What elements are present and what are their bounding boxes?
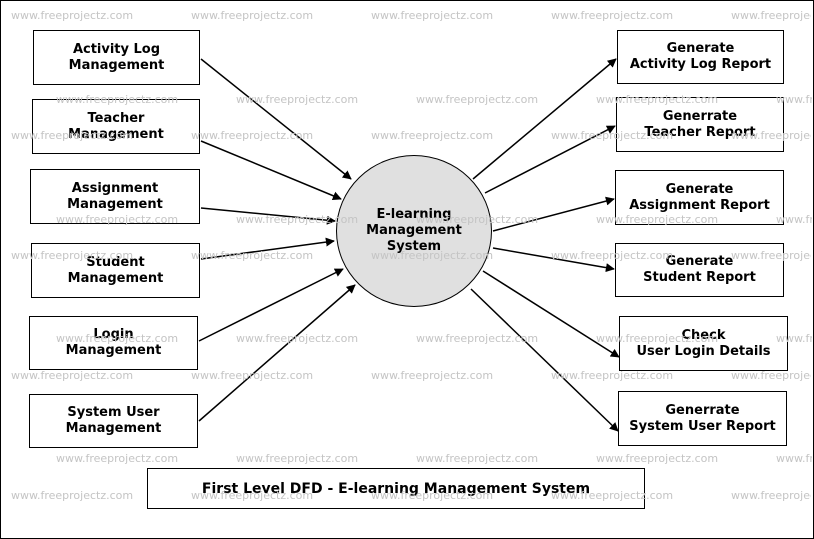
process-check-user-login-details: Check User Login Details <box>619 316 788 371</box>
arrow-teacher-to-system <box>200 140 342 201</box>
arrow-login-to-system <box>198 268 344 342</box>
process-generate-system-user-report: Generrate System User Report <box>618 391 787 446</box>
process-assignment-management: Assignment Management <box>30 169 200 224</box>
process-student-management: Student Management <box>31 243 200 298</box>
process-generate-assignment-report: Generate Assignment Report <box>615 170 784 225</box>
process-activity-log-management: Activity Log Management <box>33 30 200 85</box>
arrow-activity-log-to-system <box>200 58 352 180</box>
process-login-management: Login Management <box>29 316 198 370</box>
process-generate-student-report: Generate Student Report <box>615 243 784 297</box>
process-system-user-management: System User Management <box>29 394 198 448</box>
arrow-assignment-to-system <box>200 207 336 225</box>
arrow-student-to-system <box>200 237 335 260</box>
arrow-system-to-student-report <box>492 247 615 273</box>
arrow-system-to-login-details <box>482 270 620 358</box>
central-process-elearning-system: E-learning Management System <box>336 155 492 307</box>
diagram-title: First Level DFD - E-learning Management … <box>147 468 645 509</box>
arrow-system-to-teacher-report <box>484 125 616 194</box>
arrow-system-to-assignment-report <box>492 196 615 232</box>
arrow-system-to-system-user-report <box>470 288 619 432</box>
process-teacher-management: Teacher Management <box>32 99 200 154</box>
arrow-system-user-to-system <box>198 284 356 422</box>
arrow-system-to-activity-log-report <box>472 58 617 180</box>
process-generate-activity-log-report: Generate Activity Log Report <box>617 30 784 84</box>
process-generate-teacher-report: Generrate Teacher Report <box>616 97 784 152</box>
